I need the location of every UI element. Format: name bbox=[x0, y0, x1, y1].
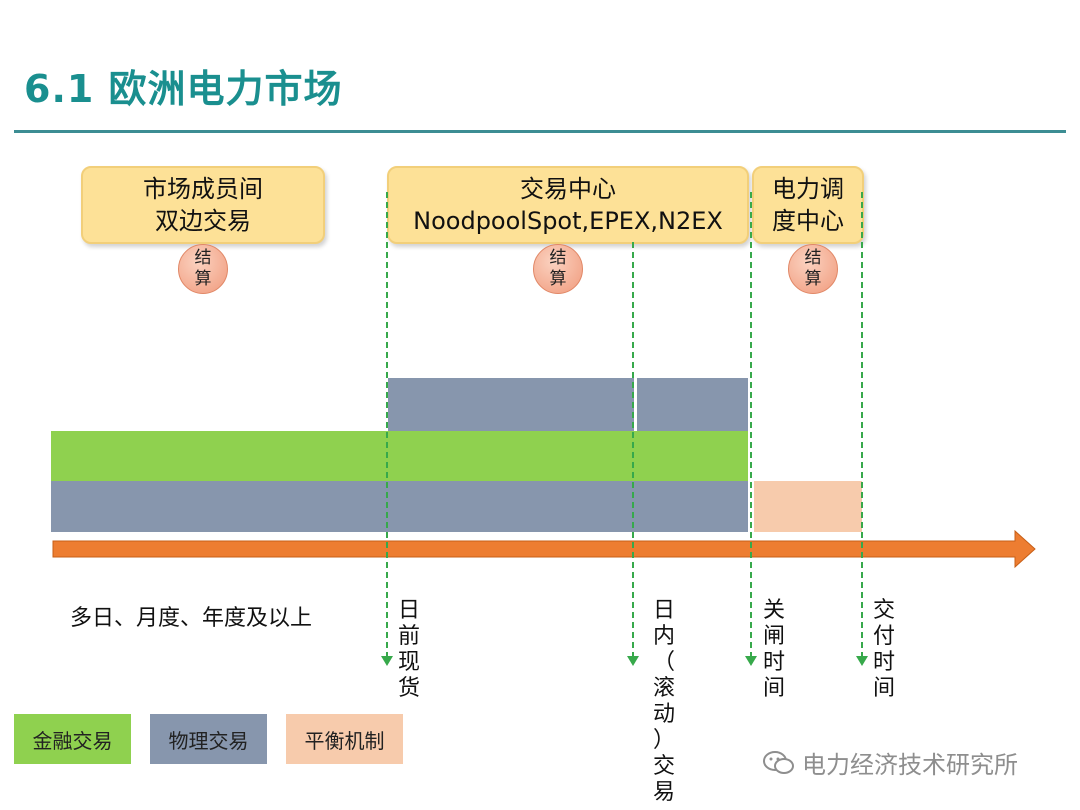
page-title: 6.1 欧洲电力市场 bbox=[24, 67, 343, 111]
physical-bar-intraday bbox=[637, 378, 748, 431]
label-char: 关 bbox=[762, 598, 785, 623]
label-char: 易 bbox=[652, 780, 675, 805]
settlement-circle-dispatch: 结 算 bbox=[788, 244, 838, 294]
delivery-marker-arrow bbox=[856, 656, 868, 666]
settlement-char1: 结 bbox=[804, 248, 822, 268]
day-ahead-marker-arrow bbox=[381, 656, 393, 666]
label-char: 货 bbox=[397, 676, 420, 701]
intraday-label: 日 内 （ 滚 动 ） 交 易 bbox=[651, 598, 677, 806]
legend-physical: 物理交易 bbox=[150, 714, 267, 764]
day-ahead-label: 日 前 现 货 bbox=[396, 598, 422, 702]
financial-bar bbox=[51, 431, 748, 481]
legend-financial: 金融交易 bbox=[14, 714, 131, 764]
label-char: 内 bbox=[652, 624, 675, 649]
label-char: ） bbox=[652, 728, 675, 753]
label-char: 日 bbox=[397, 598, 420, 623]
bilateral-trading-box: 市场成员间 双边交易 bbox=[81, 166, 325, 244]
balancing-bar bbox=[754, 481, 862, 532]
settlement-char2: 算 bbox=[804, 269, 822, 289]
intraday-marker-arrow bbox=[627, 656, 639, 666]
delivery-marker-line bbox=[861, 192, 863, 658]
gate-closure-label: 关 闸 时 间 bbox=[761, 598, 787, 702]
exchange-line2: NoodpoolSpot,EPEX,N2EX bbox=[413, 207, 723, 235]
watermark: 电力经济技术研究所 bbox=[762, 745, 1018, 780]
label-char: 交 bbox=[872, 598, 895, 623]
physical-bar-long bbox=[51, 481, 748, 532]
day-ahead-marker-line bbox=[386, 192, 388, 658]
label-char: （ bbox=[652, 650, 675, 675]
settlement-circle-exchange: 结 算 bbox=[533, 244, 583, 294]
legend-balancing: 平衡机制 bbox=[286, 714, 403, 764]
label-char: 前 bbox=[397, 624, 420, 649]
physical-bar-day-ahead bbox=[388, 378, 634, 431]
label-char: 闸 bbox=[762, 624, 785, 649]
watermark-text: 电力经济技术研究所 bbox=[802, 751, 1018, 779]
settlement-char2: 算 bbox=[194, 269, 212, 289]
wechat-icon bbox=[763, 750, 794, 774]
settlement-char1: 结 bbox=[549, 248, 567, 268]
bilateral-line2: 双边交易 bbox=[155, 207, 251, 235]
delivery-label: 交 付 时 间 bbox=[871, 598, 897, 702]
label-char: 滚 bbox=[652, 676, 675, 701]
exchange-line1: 交易中心 bbox=[520, 175, 616, 203]
dispatch-line1: 电力调 bbox=[772, 175, 844, 203]
label-char: 间 bbox=[762, 676, 785, 701]
label-char: 时 bbox=[762, 650, 785, 675]
intraday-marker-line bbox=[632, 242, 634, 658]
bilateral-line1: 市场成员间 bbox=[143, 175, 263, 203]
gate-closure-marker-line bbox=[750, 192, 752, 658]
label-char: 间 bbox=[872, 676, 895, 701]
label-char: 动 bbox=[652, 702, 675, 727]
label-char: 付 bbox=[872, 624, 895, 649]
label-char: 交 bbox=[652, 754, 675, 779]
long-term-label: 多日、月度、年度及以上 bbox=[70, 606, 313, 631]
label-char: 时 bbox=[872, 650, 895, 675]
label-char: 现 bbox=[397, 650, 420, 675]
label-char: 日 bbox=[652, 598, 675, 623]
timeline-arrow bbox=[52, 529, 1036, 569]
exchange-center-box: 交易中心 NoodpoolSpot,EPEX,N2EX bbox=[387, 166, 749, 244]
dispatch-center-box: 电力调 度中心 bbox=[752, 166, 864, 244]
settlement-char1: 结 bbox=[194, 248, 212, 268]
settlement-char2: 算 bbox=[549, 269, 567, 289]
dispatch-line2: 度中心 bbox=[772, 207, 844, 235]
title-divider bbox=[14, 130, 1066, 133]
settlement-circle-bilateral: 结 算 bbox=[178, 244, 228, 294]
gate-closure-marker-arrow bbox=[745, 656, 757, 666]
